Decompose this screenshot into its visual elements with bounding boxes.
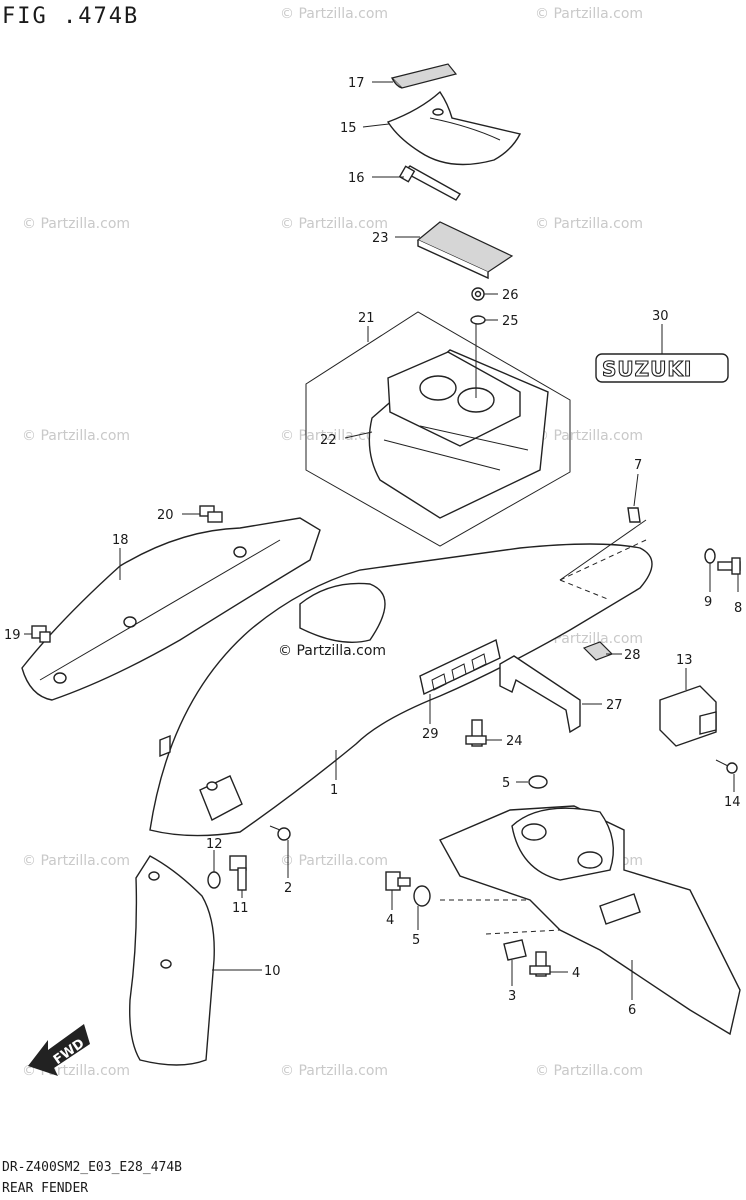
- part-8-bolt: [717, 557, 741, 592]
- part-29-reflector: [419, 638, 501, 724]
- callout-30: 30: [652, 309, 669, 324]
- watermark: © Partzilla.com: [280, 216, 388, 232]
- part-23-manual: [395, 221, 514, 280]
- figure-title: FIG .474B: [2, 4, 140, 29]
- callout-10: 10: [264, 964, 281, 979]
- callout-4a: 4: [386, 913, 394, 928]
- part-18-side-cover: [21, 517, 321, 701]
- callout-27: 27: [606, 698, 623, 713]
- callout-2: 2: [284, 881, 292, 896]
- watermark: © Partzilla.com: [280, 1063, 388, 1079]
- callout-9: 9: [704, 595, 712, 610]
- callout-21: 21: [358, 311, 375, 326]
- figure-name: REAR FENDER: [2, 1181, 89, 1196]
- part-5-grommet-lower: [413, 885, 431, 930]
- part-9-washer: [704, 548, 716, 592]
- callout-22: 22: [320, 433, 337, 448]
- watermark: © Partzilla.com: [22, 216, 130, 232]
- part-7-clip: [627, 473, 641, 523]
- watermark: © Partzilla.com: [535, 6, 643, 22]
- part-11-bolt: [229, 855, 247, 898]
- callout-17: 17: [348, 76, 365, 91]
- part-27-handle: [499, 655, 602, 734]
- watermark: © Partzilla.com: [280, 428, 388, 444]
- callout-15: 15: [340, 121, 357, 136]
- part-17-strap: [372, 63, 458, 89]
- callout-4b: 4: [572, 966, 580, 981]
- part-26-nut: [471, 287, 498, 301]
- watermark: © Partzilla.com: [535, 428, 643, 444]
- watermark: © Partzilla.com: [535, 1063, 643, 1079]
- callout-16: 16: [348, 171, 365, 186]
- callout-26: 26: [502, 288, 519, 303]
- callout-19: 19: [4, 628, 21, 643]
- part-15-tool-bag: [362, 90, 522, 166]
- callout-14: 14: [724, 795, 741, 810]
- callout-13: 13: [676, 653, 693, 668]
- callout-labels: 17 15 16 23 26 25 21 30 22 7 20 18 9 8 1…: [4, 76, 742, 1018]
- part-4-bolt-left: [385, 871, 411, 910]
- part-5-grommet-upper: [516, 775, 548, 789]
- callout-28: 28: [624, 648, 641, 663]
- watermark: © Partzilla.com: [280, 853, 388, 869]
- part-25-washer: [470, 315, 498, 325]
- callout-3: 3: [508, 989, 516, 1004]
- callout-25: 25: [502, 314, 519, 329]
- part-6-license-bracket: [439, 805, 741, 1036]
- part-28-clip: [582, 641, 622, 661]
- callout-18: 18: [112, 533, 129, 548]
- part-4-bolt-right: [529, 951, 568, 977]
- watermark: © Partzilla.com: [280, 6, 388, 22]
- part-12-washer: [207, 850, 221, 889]
- part-20-bolt: [182, 505, 223, 523]
- watermark: © Partzilla.com: [535, 216, 643, 232]
- callout-29: 29: [422, 727, 439, 742]
- watermark-center: © Partzilla.com: [278, 643, 386, 659]
- emblem-text: SUZUKI: [602, 357, 692, 381]
- part-30-suzuki-emblem: SUZUKI: [595, 324, 729, 383]
- part-14-screw: [715, 759, 738, 792]
- part-19-bolt: [24, 625, 51, 643]
- callout-11: 11: [232, 901, 249, 916]
- part-21-tool-tray-assembly: [305, 311, 571, 547]
- callout-7: 7: [634, 458, 642, 473]
- callout-5b: 5: [412, 933, 420, 948]
- callout-12: 12: [206, 837, 223, 852]
- part-3-clip: [503, 939, 527, 986]
- figure-code: DR-Z400SM2_E03_E28_474B: [2, 1160, 183, 1175]
- part-13-relay: [659, 668, 717, 747]
- part-10-mud-flap: [129, 855, 262, 1066]
- watermark: © Partzilla.com: [22, 853, 130, 869]
- part-16-tool: [372, 165, 462, 201]
- watermark: © Partzilla.com: [22, 428, 130, 444]
- callout-8: 8: [734, 601, 742, 616]
- callout-24: 24: [506, 734, 523, 749]
- callout-5a: 5: [502, 776, 510, 791]
- callout-20: 20: [157, 508, 174, 523]
- callout-23: 23: [372, 231, 389, 246]
- callout-1: 1: [330, 783, 338, 798]
- part-1-rear-fender: © Partzilla.com: [149, 519, 653, 837]
- part-24-bolt: [465, 719, 502, 747]
- callout-6: 6: [628, 1003, 636, 1018]
- part-2-screw: [269, 825, 291, 878]
